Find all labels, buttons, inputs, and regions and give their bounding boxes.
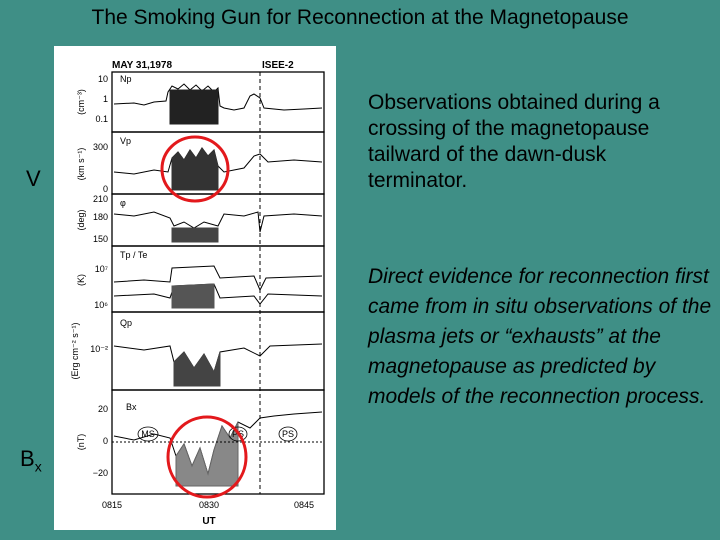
figure-spacecraft: ISEE-2 [262,60,294,71]
vp-tick: 300 [93,142,108,152]
figure-plot: MAY 31,1978 ISEE-2 Np Vp φ Tp / Te Qp Bx… [70,60,325,527]
v-label: V [26,166,41,191]
tp-trace [113,265,323,292]
phi-tick: 210 [93,194,108,204]
phi-tick: 150 [93,234,108,244]
panel-frames [111,71,325,495]
vp-tick: 0 [103,184,108,194]
data-traces [112,83,324,487]
bx-tick: 0 [103,436,108,446]
vp-highlight-circle [160,135,230,203]
bx-fill [175,421,239,487]
panel-vp-unit: (km s⁻¹) [76,148,86,181]
bx-label: Bx [20,446,42,474]
region-ps-label: PS [282,429,294,439]
qp-tick: 10⁻² [90,344,108,354]
panel-vp-label: Vp [120,136,131,146]
np-tick: 0.1 [95,114,108,124]
panel-bx-label: Bx [126,402,137,412]
np-tick: 1 [103,94,108,104]
region-ps-circle [278,426,298,442]
evidence-text: Direct evidence for reconnection first c… [368,265,712,408]
qp-fill [173,351,221,387]
panel-temp-unit: (K) [76,274,86,286]
observation-text: Observations obtained during a crossing … [368,91,660,192]
bx-label-subscript: x [34,458,42,475]
panel-np-unit: (cm⁻³) [76,89,86,115]
np-dense-block [169,89,219,125]
x-tick: 0845 [294,500,314,510]
panel-np-label: Np [120,74,132,84]
figure-date: MAY 31,1978 [112,60,172,71]
temp-fill [171,283,215,309]
region-ms-circle [137,426,159,442]
bx-label-main: B [20,446,35,471]
vp-jet-fill [171,147,219,191]
panel-qp-label: Qp [120,318,132,328]
phi-trace [113,211,323,233]
isee-observation-figure: MAY 31,1978 ISEE-2 Np Vp φ Tp / Te Qp Bx… [54,46,336,530]
np-tick: 10 [98,74,108,84]
slide-title: The Smoking Gun for Reconnection at the … [91,6,629,29]
region-ps-circle [228,426,248,442]
temp-tick: 10⁶ [94,300,108,310]
panel-phi-unit: (deg) [76,209,86,230]
x-tick: 0815 [102,500,122,510]
x-axis-label: UT [202,516,215,527]
panel-temp-label: Tp / Te [120,250,147,260]
panel-bx-unit: (nT) [76,434,86,451]
np-trace [113,83,323,111]
phi-fill [171,227,219,243]
panel-phi-label: φ [120,198,126,208]
bx-tick: −20 [93,468,108,478]
panel-qp-unit: (Erg cm⁻² s⁻¹) [70,323,80,380]
x-tick: 0830 [199,500,219,510]
te-trace [113,283,323,305]
phi-tick: 180 [93,212,108,222]
bx-highlight-circle [166,415,248,499]
region-ms-label: MS [141,429,155,439]
bx-tick: 20 [98,404,108,414]
temp-tick: 10⁷ [95,264,108,274]
